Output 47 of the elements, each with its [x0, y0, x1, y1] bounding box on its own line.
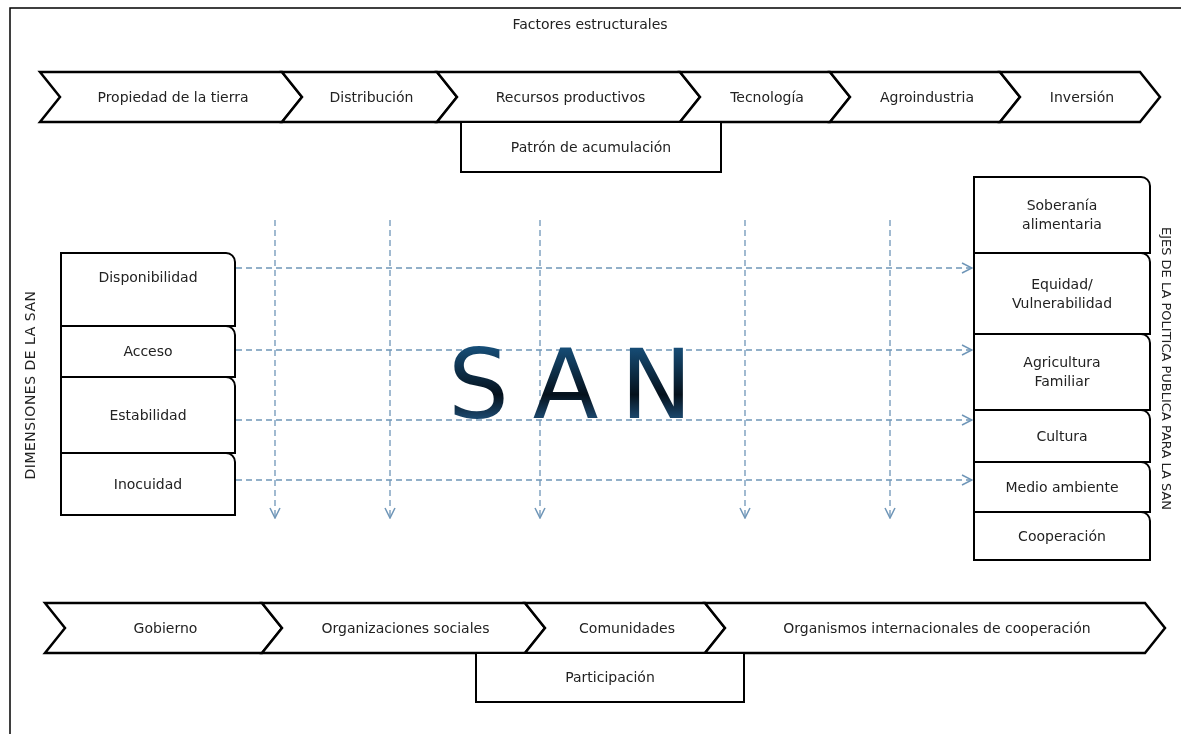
category-box [60, 325, 236, 378]
node-label: Tecnología [730, 87, 804, 107]
axis-title: DIMENSIONES DE LA SAN [21, 290, 38, 480]
node-label: Cooperación [1018, 526, 1106, 546]
node-label: Gobierno [133, 618, 198, 638]
dashed-arrow [235, 344, 973, 356]
node-label: Agricultura Familiar [1022, 353, 1102, 391]
category-box [973, 333, 1151, 411]
node-label: Disponibilidad [98, 268, 198, 287]
category-box [973, 252, 1151, 335]
heading-label: Factores estructurales [512, 16, 668, 32]
node-label: Organismos internacionales de cooperación [783, 618, 1091, 638]
node-label: Participación [565, 668, 655, 687]
chevron-step [1000, 72, 1160, 122]
node-label: Distribución [329, 87, 414, 107]
node-label: Inocuidad [113, 474, 183, 494]
node-label: Cultura [1036, 426, 1088, 446]
chevron-step [437, 72, 700, 122]
category-box [60, 452, 236, 516]
node-label: Medio ambiente [1005, 477, 1119, 497]
node-label: Agroindustria [880, 87, 974, 107]
node-label: Propiedad de la tierra [97, 87, 249, 107]
category-box [60, 376, 236, 454]
node-label: Recursos productivos [495, 87, 646, 107]
node-label: Organizaciones sociales [321, 618, 490, 638]
chevron-step [40, 72, 302, 122]
category-box [973, 176, 1151, 254]
process-box [475, 652, 745, 703]
chevron-step [262, 603, 545, 653]
category-box [973, 511, 1151, 561]
dashed-arrow [235, 262, 973, 274]
category-box [973, 461, 1151, 513]
category-box [60, 252, 236, 327]
process-box [460, 121, 722, 173]
dashed-arrow [235, 414, 973, 426]
chevron-step [45, 603, 282, 653]
node-label: Comunidades [579, 618, 675, 638]
axis-title: EJES DE LA POLITICA PUBLICA PARA LA SAN [1158, 226, 1174, 510]
node-label: Acceso [123, 342, 173, 361]
chevron-step [525, 603, 725, 653]
node-label: Estabilidad [109, 405, 187, 425]
node-label: Patrón de acumulación [510, 137, 672, 157]
node-label: Soberanía alimentaria [1021, 196, 1103, 234]
node-label: Equidad/ Vulnerabilidad [1010, 274, 1114, 313]
dashed-arrow [235, 474, 973, 486]
node-label: Inversión [1049, 87, 1115, 107]
category-box [973, 409, 1151, 463]
